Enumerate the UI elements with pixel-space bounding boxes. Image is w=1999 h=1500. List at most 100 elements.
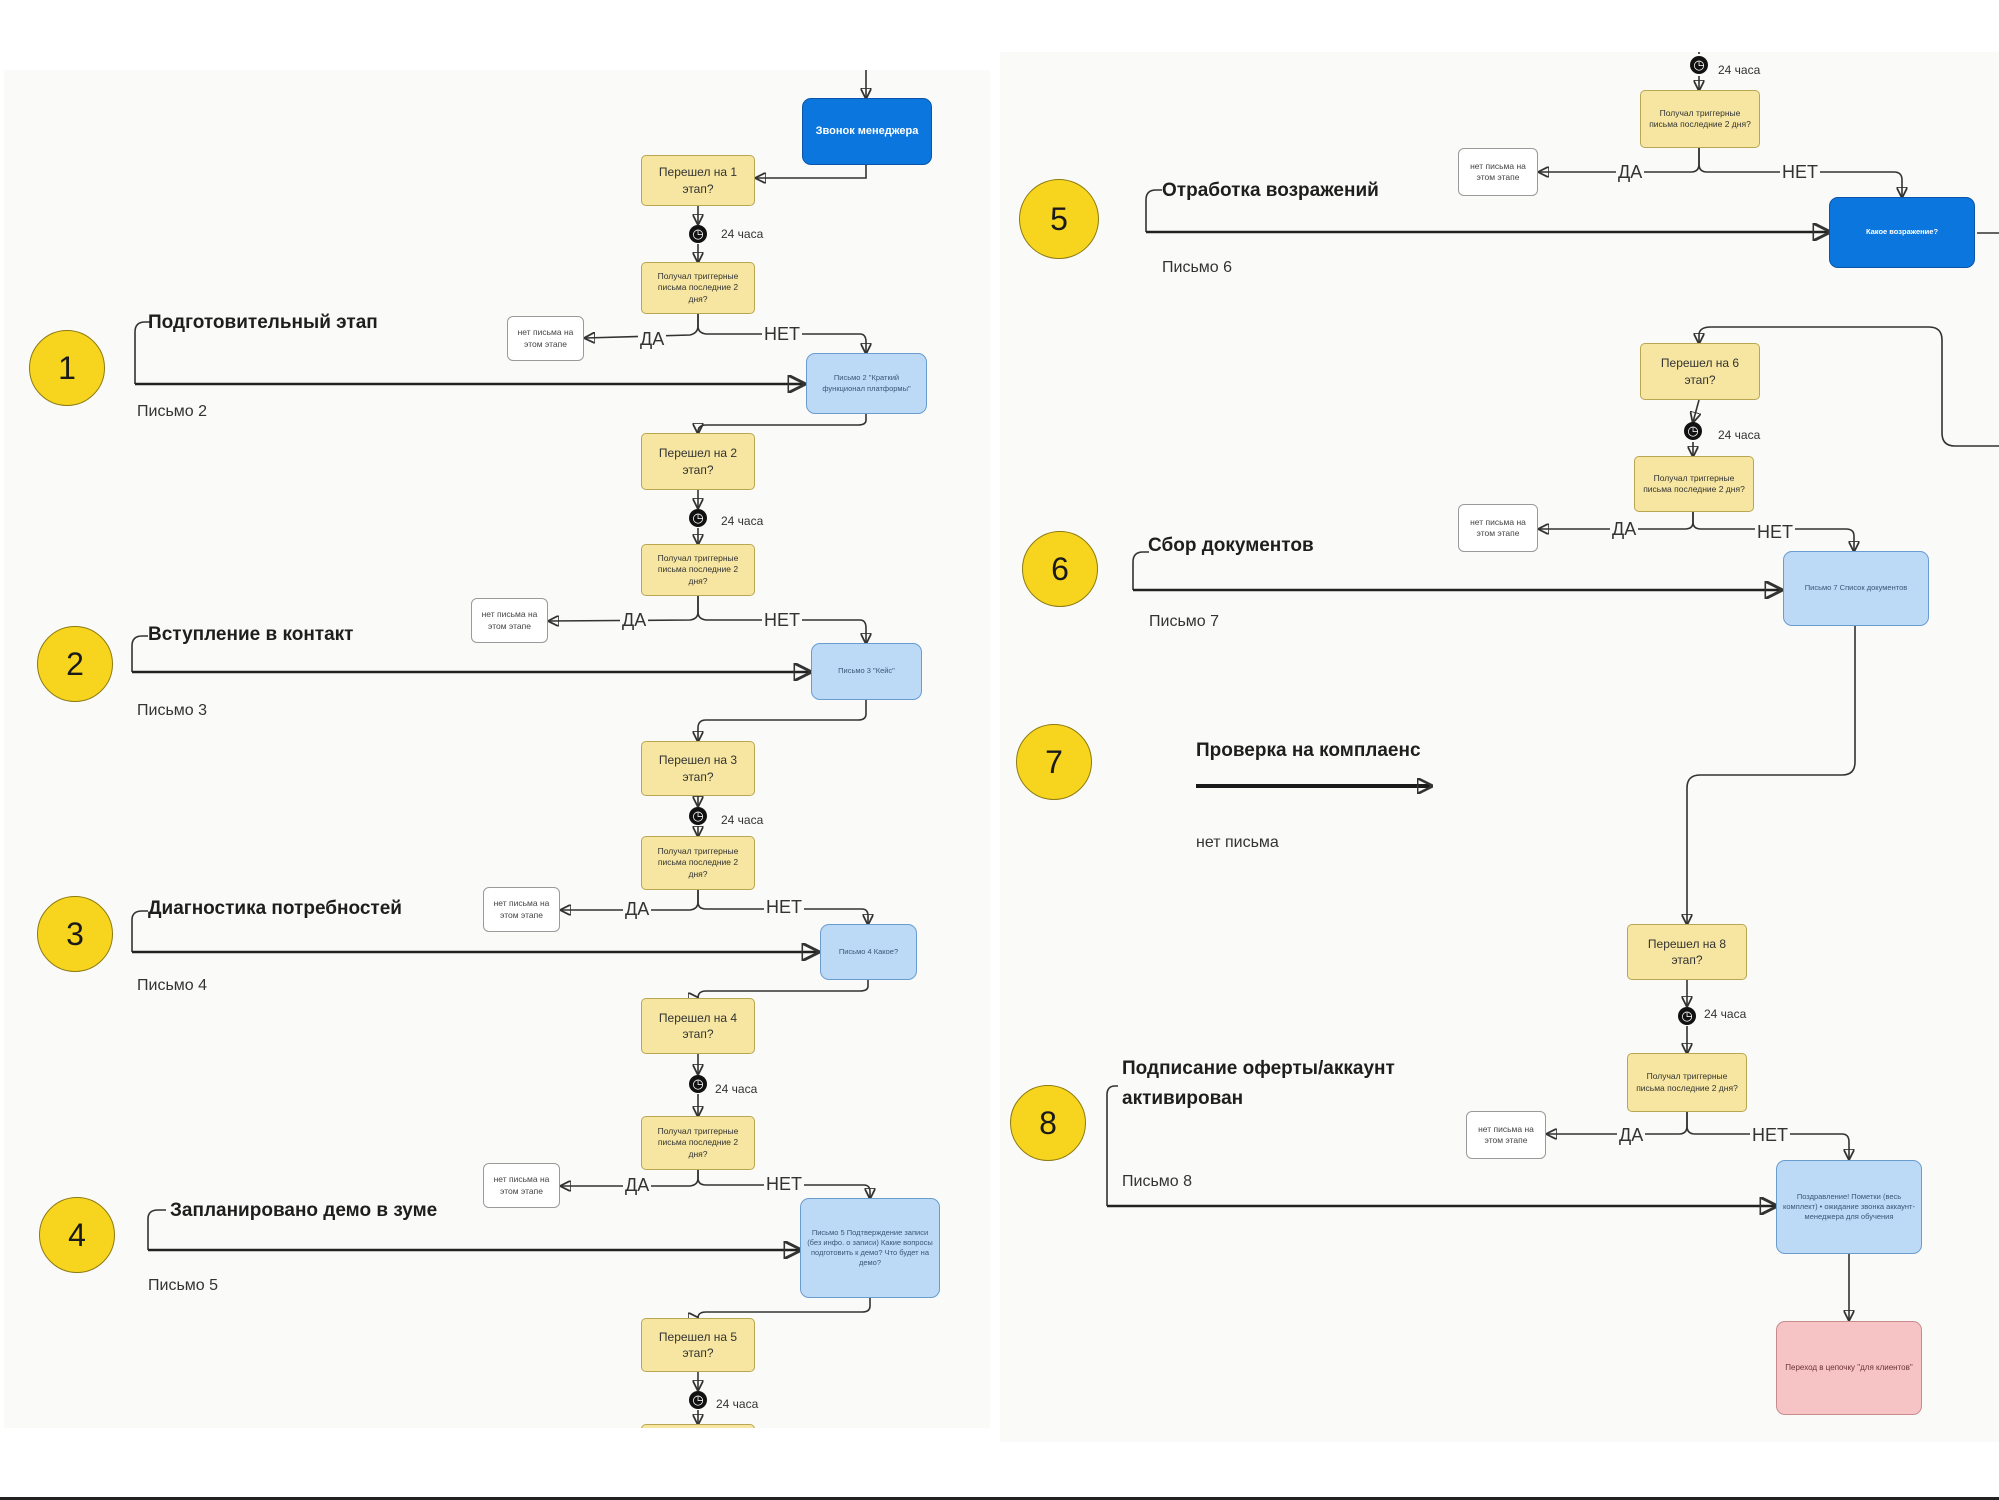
email-box-8: Поздравление! Пометки (весь комплект) • … xyxy=(1776,1160,1922,1254)
stage-circle-2: 2 xyxy=(37,626,113,702)
moved-question-2-label: Перешел на 2 этап? xyxy=(658,446,738,477)
stage-letter-3: Письмо 4 xyxy=(137,977,208,994)
no-letter-8-label: нет письма на этом этапе xyxy=(1478,1123,1534,1145)
moved-question-1: Перешел на 1 этап? xyxy=(641,155,755,206)
trigger-question-1: Получал триггерные письма последние 2 дн… xyxy=(641,262,755,314)
trigger-question-stage8: Получал триггерные письма последние 2 дн… xyxy=(1627,1053,1747,1112)
no-label: НЕТ xyxy=(764,897,804,917)
trigger-question-1-label: Получал триггерные письма последние 2 дн… xyxy=(657,270,739,304)
yes-label: ДА xyxy=(620,610,649,630)
stage-title-2: Вступление в контакт xyxy=(148,624,354,645)
moved-question-1-label: Перешел на 1 этап? xyxy=(658,165,738,196)
moved-question-5: Перешел на 5 этап? xyxy=(641,1318,755,1372)
stage-circle-7: 7 xyxy=(1016,724,1092,800)
moved-question-2: Перешел на 2 этап? xyxy=(641,433,755,490)
yes-label: ДА xyxy=(1616,162,1645,182)
no-letter-box-8: нет письма на этом этапе xyxy=(1466,1111,1546,1159)
call-manager-box: Звонок менеджера xyxy=(802,98,932,165)
moved-question-8-label: Перешел на 8 этап? xyxy=(1647,936,1727,967)
clock-icon: ◷ xyxy=(689,225,707,243)
stage-title-4: Запланировано демо в зуме xyxy=(170,1200,438,1221)
trigger-question-5-partial xyxy=(641,1424,755,1428)
email-box-6: Письмо 7 Список документов xyxy=(1783,551,1929,626)
yes-label: ДА xyxy=(638,329,667,349)
no-letter-box-4: нет письма на этом этапе xyxy=(483,1163,560,1208)
trigger-question-stage5-label: Получал триггерные письма последние 2 дн… xyxy=(1649,107,1751,129)
email-4-label: Письмо 5 Подтверждение записи (без инфо.… xyxy=(807,1227,933,1268)
no-label: НЕТ xyxy=(762,610,802,630)
email-box-5: Какое возражение? xyxy=(1829,197,1975,268)
yes-label: ДА xyxy=(623,1175,652,1195)
moved-question-6: Перешел на 6 этап? xyxy=(1640,343,1760,400)
email-3-label: Письмо 4 Какое? xyxy=(838,946,899,956)
delay-label: 24 часа xyxy=(716,1397,759,1411)
no-letter-5-label: нет письма на этом этапе xyxy=(1470,160,1526,182)
delay-label: 24 часа xyxy=(721,813,764,827)
final-label: Переход в цепочку "для клиентов" xyxy=(1785,1362,1913,1372)
email-2-label: Письмо 3 "Кейс" xyxy=(838,666,895,676)
no-letter-box-6: нет письма на этом этапе xyxy=(1458,504,1538,552)
stage-letter-7: нет письма xyxy=(1196,834,1279,851)
delay-label: 24 часа xyxy=(721,227,764,241)
no-label: НЕТ xyxy=(1750,1125,1790,1145)
no-label: НЕТ xyxy=(1780,162,1820,182)
delay-label: 24 часа xyxy=(1704,1007,1747,1021)
stage-circle-3: 3 xyxy=(37,896,113,972)
trigger-question-3-label: Получал триггерные письма последние 2 дн… xyxy=(657,845,739,879)
no-label: НЕТ xyxy=(1755,522,1795,542)
no-letter-box-1: нет письма на этом этапе xyxy=(507,316,584,361)
final-box: Переход в цепочку "для клиентов" xyxy=(1776,1321,1922,1415)
stage-letter-6: Письмо 7 xyxy=(1149,613,1220,630)
clock-icon: ◷ xyxy=(689,1075,707,1093)
stage-circle-5: 5 xyxy=(1019,179,1099,259)
delay-label: 24 часа xyxy=(721,514,764,528)
email-box-1: Письмо 2 "Краткий функционал платформы" xyxy=(806,353,927,414)
email-5-label: Какое возражение? xyxy=(1865,227,1939,237)
no-letter-6-label: нет письма на этом этапе xyxy=(1470,516,1526,538)
trigger-question-3: Получал триггерные письма последние 2 дн… xyxy=(641,836,755,890)
bottom-border xyxy=(0,1497,1999,1500)
clock-icon: ◷ xyxy=(689,1391,707,1409)
no-letter-1-label: нет письма на этом этапе xyxy=(517,327,574,349)
no-label: НЕТ xyxy=(764,1174,804,1194)
clock-icon: ◷ xyxy=(689,509,707,527)
moved-question-5-label: Перешел на 5 этап? xyxy=(658,1329,738,1360)
stage-circle-4: 4 xyxy=(39,1197,115,1273)
stage-circle-1: 1 xyxy=(29,330,105,406)
no-letter-2-label: нет письма на этом этапе xyxy=(481,609,538,631)
call-manager-label: Звонок менеджера xyxy=(815,125,919,138)
email-8-label: Поздравление! Пометки (весь комплект) • … xyxy=(1783,1191,1915,1222)
trigger-question-4: Получал триггерные письма последние 2 дн… xyxy=(641,1116,755,1170)
moved-question-3-label: Перешел на 3 этап? xyxy=(658,753,738,784)
moved-question-6-label: Перешел на 6 этап? xyxy=(1660,356,1740,387)
moved-question-4: Перешел на 4 этап? xyxy=(641,998,755,1054)
moved-question-8: Перешел на 8 этап? xyxy=(1627,924,1747,980)
stage-title-5: Отработка возражений xyxy=(1162,180,1379,201)
no-letter-box-2: нет письма на этом этапе xyxy=(471,598,548,643)
no-letter-box-5: нет письма на этом этапе xyxy=(1458,148,1538,196)
trigger-question-stage5: Получал триггерные письма последние 2 дн… xyxy=(1640,90,1760,148)
yes-label: ДА xyxy=(1617,1125,1646,1145)
trigger-question-stage6: Получал триггерные письма последние 2 дн… xyxy=(1634,456,1754,512)
no-label: НЕТ xyxy=(762,324,802,344)
clock-icon: ◷ xyxy=(1684,422,1702,440)
trigger-question-2: Получал триггерные письма последние 2 дн… xyxy=(641,544,755,596)
stage-letter-5: Письмо 6 xyxy=(1162,259,1233,276)
stage-letter-4: Письмо 5 xyxy=(148,1277,219,1294)
stage-title-1: Подготовительный этап xyxy=(148,312,378,333)
email-box-4: Письмо 5 Подтверждение записи (без инфо.… xyxy=(800,1198,940,1298)
moved-question-3: Перешел на 3 этап? xyxy=(641,741,755,796)
email-box-2: Письмо 3 "Кейс" xyxy=(811,643,922,700)
yes-label: ДА xyxy=(1610,519,1639,539)
trigger-question-4-label: Получал триггерные письма последние 2 дн… xyxy=(657,1125,739,1159)
stage-title-8: Подписание оферты/аккаунт активирован xyxy=(1122,1058,1395,1110)
clock-icon: ◷ xyxy=(1678,1007,1696,1025)
clock-icon: ◷ xyxy=(689,807,707,825)
trigger-question-stage6-label: Получал триггерные письма последние 2 дн… xyxy=(1643,472,1745,494)
stage-title-7: Проверка на комплаенс xyxy=(1196,740,1421,761)
stage-circle-6: 6 xyxy=(1022,531,1098,607)
trigger-question-2-label: Получал триггерные письма последние 2 дн… xyxy=(657,552,739,586)
no-letter-4-label: нет письма на этом этапе xyxy=(493,1174,550,1196)
stage-letter-1: Письмо 2 xyxy=(137,403,208,420)
